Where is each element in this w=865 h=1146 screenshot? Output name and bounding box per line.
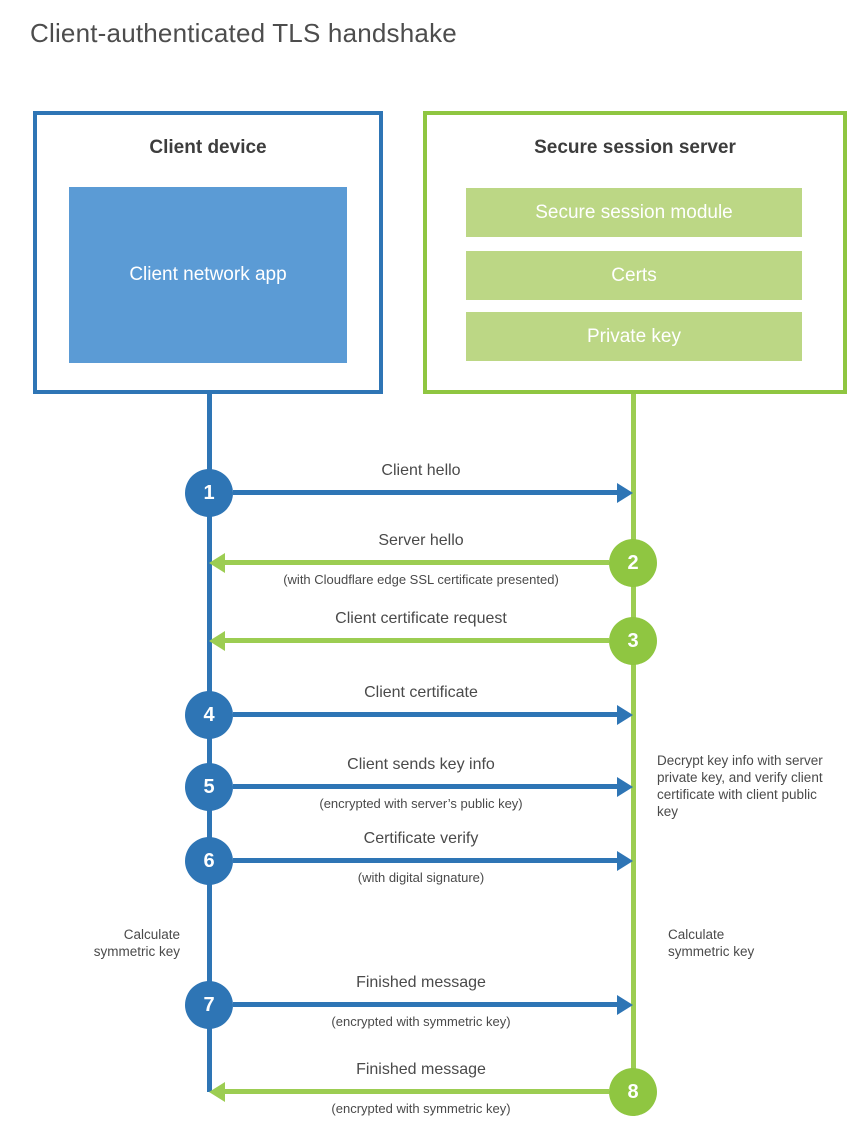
step-circle-3: 3	[609, 617, 657, 665]
step-arrow-8	[225, 1089, 609, 1094]
server-lifeline	[631, 394, 636, 1092]
secure-session-server-title: Secure session server	[534, 137, 736, 158]
step-circle-4: 4	[185, 691, 233, 739]
step-sublabel-2: (with Cloudflare edge SSL certificate pr…	[283, 572, 559, 587]
step-sublabel-5: (encrypted with server’s public key)	[319, 796, 523, 811]
step-circle-8: 8	[609, 1068, 657, 1116]
step-arrow-head-8	[209, 1082, 225, 1102]
calculate-symmetric-key-right: Calculate symmetric key	[668, 927, 755, 959]
step-sublabel-8: (encrypted with symmetric key)	[331, 1101, 511, 1116]
secure-session-server-box: Secure session server Secure session mod…	[423, 111, 847, 394]
calculate-symmetric-key-left: Calculate symmetric key	[93, 927, 180, 959]
step-sublabel-6: (with digital signature)	[357, 870, 485, 885]
client-network-app-label: Client network app	[129, 264, 287, 286]
step-circle-7: 7	[185, 981, 233, 1029]
step-arrow-head-6	[617, 851, 633, 871]
step-label-1: Client hello	[381, 462, 461, 479]
step-arrow-head-2	[209, 553, 225, 573]
step-label-3: Client certificate request	[335, 610, 507, 627]
step-circle-1: 1	[185, 469, 233, 517]
step-label-7: Finished message	[356, 974, 486, 991]
step-arrow-1	[233, 490, 617, 495]
server-private-key-bar: Private key	[466, 312, 802, 361]
step-sublabel-7: (encrypted with symmetric key)	[331, 1014, 511, 1029]
client-lifeline	[207, 394, 212, 1092]
server-certs-bar: Certs	[466, 251, 802, 300]
step-arrow-head-1	[617, 483, 633, 503]
step-arrow-head-7	[617, 995, 633, 1015]
page-title: Client-authenticated TLS handshake	[30, 18, 457, 48]
step-arrow-7	[233, 1002, 617, 1007]
client-device-title: Client device	[149, 137, 267, 158]
decrypt-note: Decrypt key info with server private key…	[657, 753, 823, 819]
server-private-key-label: Private key	[587, 325, 681, 347]
step-arrow-head-3	[209, 631, 225, 651]
server-module-label: Secure session module	[535, 201, 733, 223]
step-arrow-head-4	[617, 705, 633, 725]
server-certs-label: Certs	[611, 264, 657, 286]
step-circle-5: 5	[185, 763, 233, 811]
step-circle-6: 6	[185, 837, 233, 885]
step-arrow-2	[225, 560, 609, 565]
step-label-6: Certificate verify	[363, 830, 479, 847]
client-network-app-box: Client network app	[69, 187, 347, 363]
step-arrow-5	[233, 784, 617, 789]
step-arrow-4	[233, 712, 617, 717]
step-arrow-6	[233, 858, 617, 863]
step-label-4: Client certificate	[364, 684, 478, 701]
client-device-box: Client device Client network app	[33, 111, 383, 394]
step-label-8: Finished message	[356, 1061, 486, 1078]
step-label-2: Server hello	[378, 532, 464, 549]
step-label-5: Client sends key info	[347, 756, 495, 773]
step-arrow-3	[225, 638, 609, 643]
step-circle-2: 2	[609, 539, 657, 587]
step-arrow-head-5	[617, 777, 633, 797]
server-module-bar: Secure session module	[466, 188, 802, 237]
